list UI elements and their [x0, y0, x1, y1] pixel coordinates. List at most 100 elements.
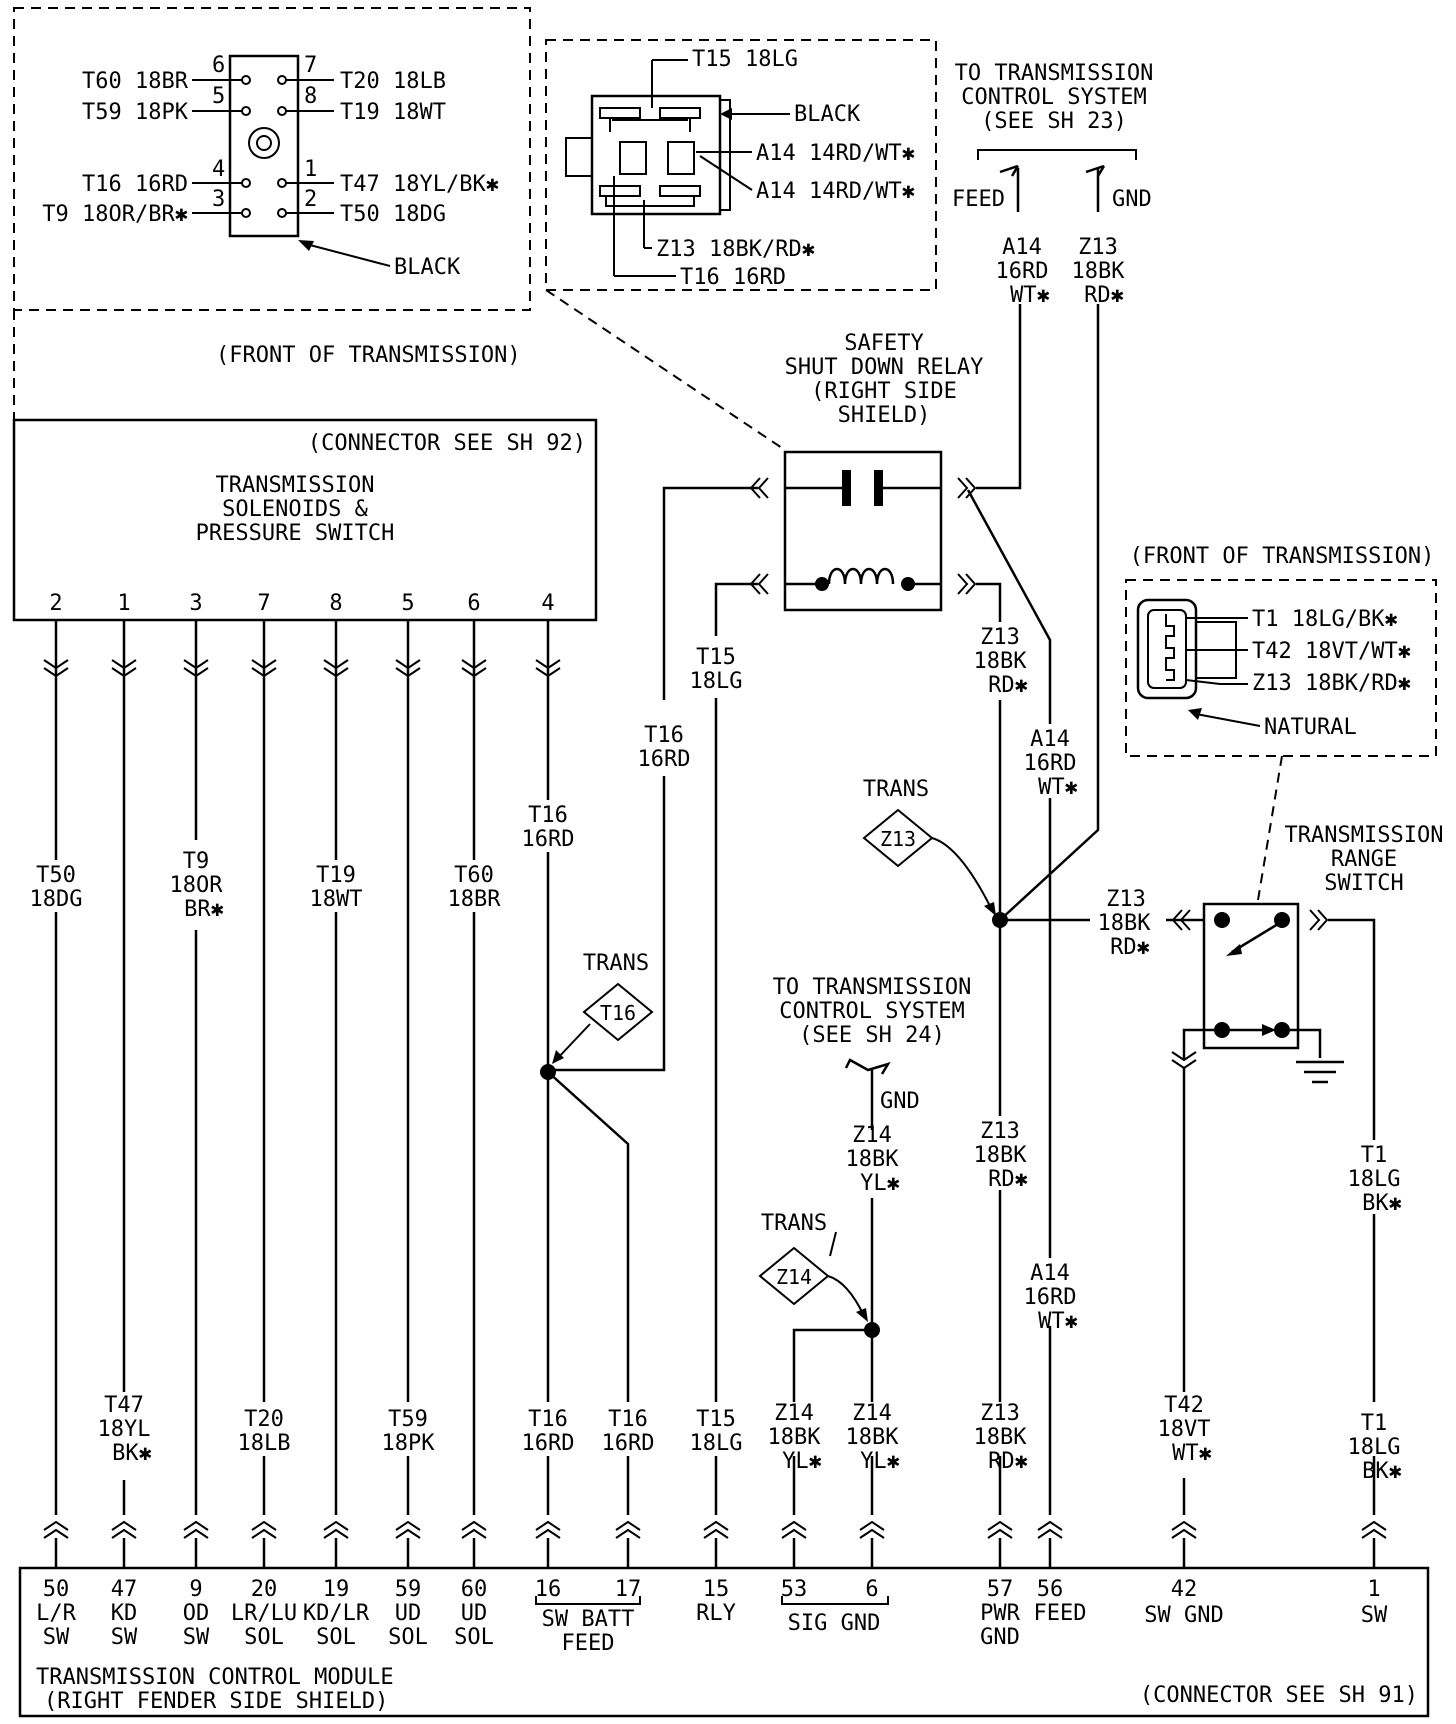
wire-label: T42: [1164, 1393, 1204, 1418]
solenoid-wire-labels: T50 18DG T9 18OR BR✱ T19 18WT T60 18BR T…: [24, 800, 580, 924]
wire-label: Z13: [1106, 887, 1146, 912]
wire-label: WT✱: [1038, 1309, 1078, 1334]
wire-label: Z14: [852, 1123, 892, 1148]
connector-color-label: BLACK: [394, 255, 461, 280]
wire-label: YL✱: [782, 1449, 822, 1474]
wire-label: YL✱: [860, 1171, 900, 1196]
tcm-pin-number: 56: [1037, 1577, 1064, 1602]
arrow-icon: [720, 108, 732, 120]
wire-label: 18LG: [1348, 1435, 1401, 1460]
relay-box: [783, 450, 943, 612]
tcs-mid-line: (SEE SH 24): [799, 1023, 945, 1048]
pin-number: 4: [541, 591, 554, 616]
transmission-solenoids-component: (CONNECTOR SEE SH 92) TRANSMISSION SOLEN…: [12, 418, 598, 622]
wire-label: Z13: [980, 625, 1020, 650]
relay-title: SHUT DOWN RELAY: [785, 355, 984, 380]
splice-id: Z14: [776, 1265, 812, 1289]
wire-label: 18BK: [974, 1425, 1028, 1450]
tcm-pin-desc: L/R: [36, 1601, 76, 1626]
wire-label: BK✱: [1362, 1191, 1402, 1216]
pin-number: 7: [257, 591, 270, 616]
wire-label: 18BK: [1072, 259, 1126, 284]
tcs-gnd-label: GND: [880, 1089, 920, 1114]
connector-wire-label: T50 18DG: [340, 202, 446, 227]
group-bracket: [781, 1596, 889, 1605]
wire-label: 18OR: [170, 873, 224, 898]
wire-label: 18BK: [1098, 911, 1152, 936]
connector-wire-label: T9 18OR/BR✱: [42, 202, 188, 227]
wire-label: WT✱: [1038, 775, 1078, 800]
tcm-connector-ref: (CONNECTOR SEE SH 91): [1140, 1683, 1418, 1708]
ground-icon: [1296, 1060, 1344, 1084]
solenoids-box: [12, 418, 598, 622]
arrow-icon: [1188, 708, 1202, 720]
wire-label: 16RD: [602, 1431, 655, 1456]
tcs-top-line: TO TRANSMISSION: [955, 61, 1154, 86]
wire-label: 16RD: [1024, 1285, 1077, 1310]
tcm-pin-desc: SW: [1361, 1603, 1388, 1628]
wire-label: WT✱: [1010, 283, 1050, 308]
relay-wire-labels: T16 16RD T15 18LG Z13 18BK RD✱ A14 16RD …: [638, 625, 1078, 800]
tcm-title: TRANSMISSION CONTROL MODULE: [36, 1665, 394, 1690]
tcm-pin-number: 50: [43, 1577, 70, 1602]
wire-label: 18BK: [846, 1425, 900, 1450]
solenoid-connector-terminals: [43, 659, 561, 678]
tcm-pin-number: 1: [1367, 1577, 1380, 1602]
wire-label: BK✱: [112, 1441, 152, 1466]
tcm-pin-number: 19: [323, 1577, 350, 1602]
connector-wire-label: T47 18YL/BK✱: [340, 172, 499, 197]
pin-number: 3: [212, 187, 225, 212]
connector-wire-label: T15 18LG: [692, 47, 798, 72]
wire-label: A14: [1030, 727, 1070, 752]
tcs-top-line: (SEE SH 23): [981, 109, 1127, 134]
tcm-pin-desc: SW: [183, 1625, 210, 1650]
tcm-pin-desc: OD: [183, 1601, 210, 1626]
wire-label: 18BK: [974, 649, 1028, 674]
wire-label: 18LG: [1348, 1167, 1401, 1192]
splice-trans-label: TRANS: [761, 1211, 827, 1236]
tcm-pin-desc: GND: [980, 1625, 1020, 1650]
tcm-pin-number: 60: [461, 1577, 488, 1602]
tcm-group-label: SW BATT: [542, 1607, 635, 1632]
tcm-pin-number: 6: [865, 1577, 878, 1602]
wire-label: BK✱: [1362, 1459, 1402, 1484]
pin-number: 4: [212, 157, 225, 182]
tcs-mid-line: CONTROL SYSTEM: [779, 999, 964, 1024]
wire-label: 16RD: [638, 747, 691, 772]
connector-color-label: NATURAL: [1264, 715, 1357, 740]
connector-wire-label: T1 18LG/BK✱: [1252, 607, 1398, 632]
range-switch-title: SWITCH: [1324, 871, 1403, 896]
wire-label: 16RD: [1024, 751, 1077, 776]
pin-number: 6: [467, 591, 480, 616]
wire-label: T16: [528, 1407, 568, 1432]
wire-label: 18DG: [30, 887, 83, 912]
splice-diamond-icon: [758, 1246, 830, 1306]
tcm-pin-desc: SW: [43, 1625, 70, 1650]
wire-label: 18LB: [238, 1431, 291, 1456]
wire-label: Z14: [774, 1401, 814, 1426]
tcm-pin-desc: PWR: [980, 1601, 1020, 1626]
tcm-pin-desc: SOL: [316, 1625, 356, 1650]
tcm-group-label: SIG GND: [788, 1611, 881, 1636]
connector-location-label: (FRONT OF TRANSMISSION): [1130, 544, 1435, 569]
wire-label: A14: [1030, 1261, 1070, 1286]
lower-feed-labels: Z13 18BK RD✱ A14 16RD WT✱: [974, 1119, 1078, 1334]
solenoid-connector-view: 6 5 4 3 7 8 1 2 T60 18BR T59 18PK T16 16…: [13, 7, 531, 420]
splice-dot: [992, 912, 1008, 928]
wire-label: T16: [644, 723, 684, 748]
ground-lead: [1290, 1028, 1322, 1058]
wire-label: T1: [1361, 1411, 1388, 1436]
tcm-pin-number: 57: [987, 1577, 1014, 1602]
splice-diamond-icon: [582, 982, 654, 1042]
wire-label: T47: [104, 1393, 144, 1418]
tcm-pin-desc: SW GND: [1144, 1603, 1223, 1628]
relay-wiring: [550, 304, 1100, 1515]
wire-label: RD✱: [988, 673, 1028, 698]
solenoids-title: SOLENOIDS &: [222, 497, 368, 522]
range-switch-wire-labels: Z13 18BK RD✱ T1 18LG BK✱: [1090, 886, 1402, 1216]
solenoid-wires: [54, 620, 550, 1515]
wire-label: A14: [1002, 235, 1042, 260]
tcm-pin-desc: KD: [111, 1601, 138, 1626]
relay-title: (RIGHT SIDE: [811, 379, 957, 404]
tcs-mid-line: TO TRANSMISSION: [773, 975, 972, 1000]
